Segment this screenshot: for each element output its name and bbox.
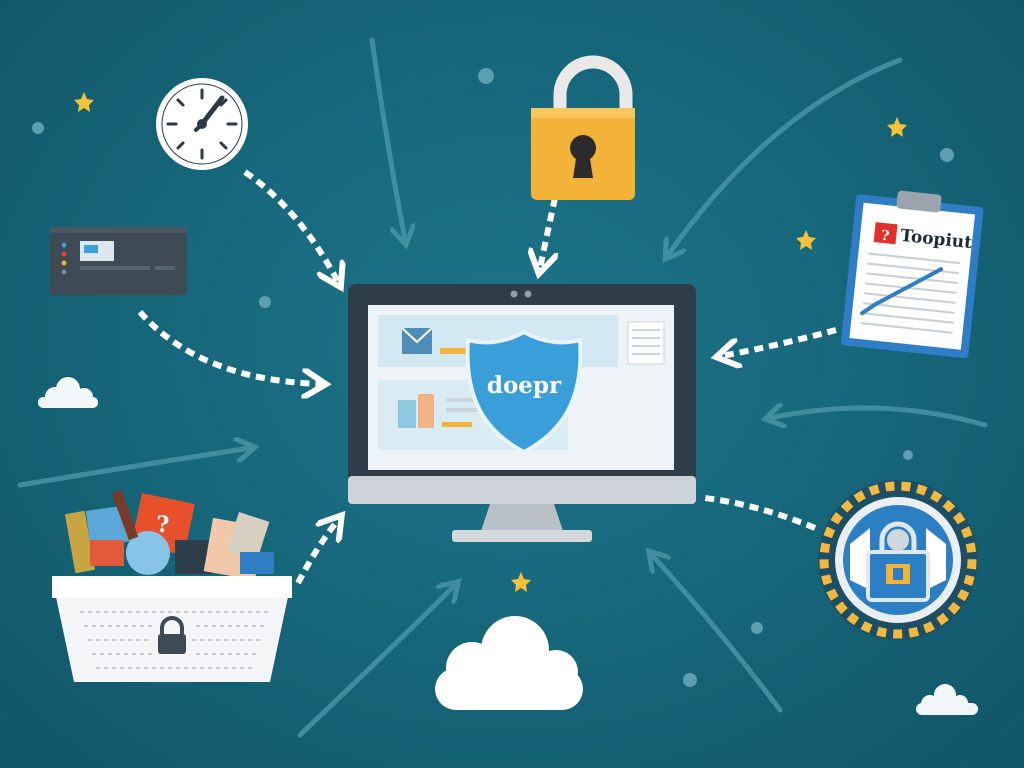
background-dots [32, 68, 954, 687]
server-icon [50, 227, 187, 295]
cloud-icon [38, 377, 978, 715]
shield-icon [465, 329, 583, 455]
clipboard-badge: ? [880, 228, 890, 245]
connection-arrows [137, 169, 837, 585]
clipboard-icon [841, 190, 984, 359]
basket-icon: ? [52, 489, 292, 682]
basket-contents [64, 489, 274, 581]
security-badge-icon [818, 480, 978, 640]
background-arrows [17, 37, 988, 738]
star-icon [74, 92, 907, 592]
clock-icon [156, 78, 248, 170]
shield-label: doepr [487, 372, 562, 399]
padlock-icon [531, 55, 635, 200]
basket-tile-glyph: ? [157, 512, 170, 538]
